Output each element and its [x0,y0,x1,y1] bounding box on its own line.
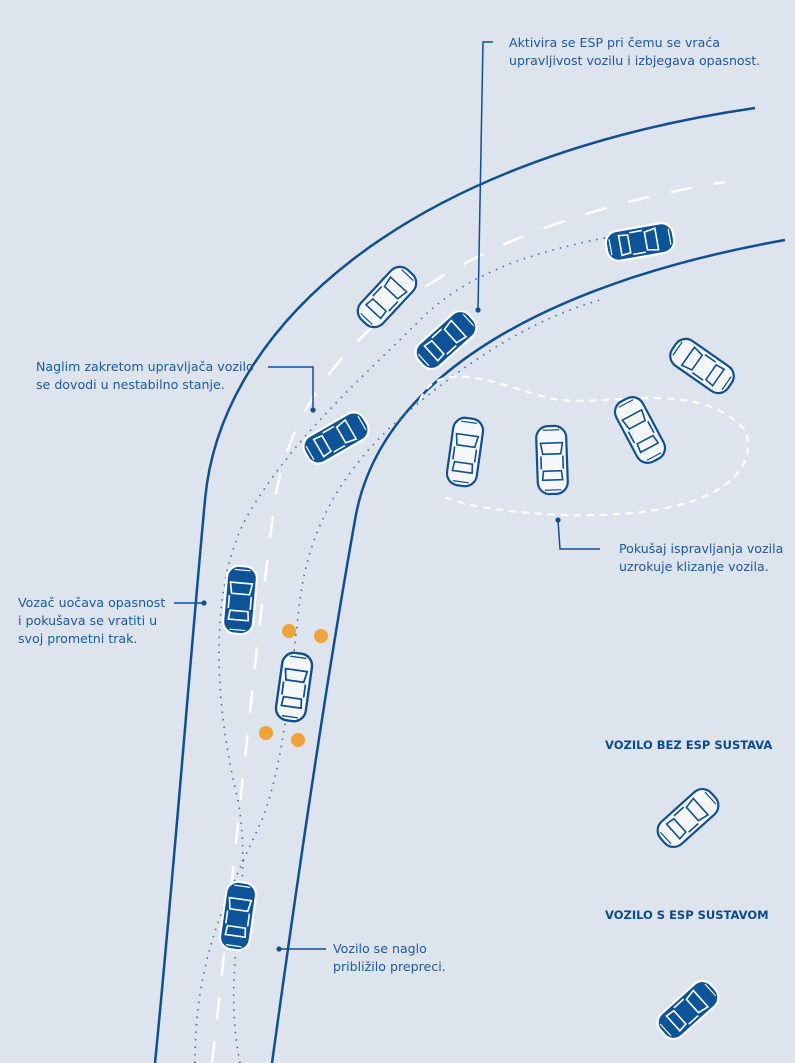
callout-dot-correction [555,517,561,523]
callout-dot-driver-notices [201,600,207,606]
callout-dot-esp-activates [475,307,481,313]
road-edge-outer [153,106,756,1063]
warning-indicator-front-left [282,624,296,638]
callout-line-esp-activates [477,41,493,311]
callout-dot-sharp-steering [310,407,316,413]
callout-sharp-steering: Naglim zakretom upravljača vozilo se dov… [36,359,254,392]
car-without-esp-4 [534,424,570,496]
callout-line-sharp-steering [268,366,314,410]
warning-indicator-rear-left [259,726,273,740]
warning-indicator-rear-right [291,733,305,747]
legend-without-esp: VOZILO BEZ ESP SUSTAVA [605,738,773,752]
callout-driver-notices: Vozač uočava opasnost i pokušava se vrat… [18,595,166,646]
lane-divider [210,180,726,1063]
callout-esp-activates: Aktivira se ESP pri čemu se vraća upravl… [509,35,761,68]
callout-line-correction [557,519,600,550]
callout-correction-attempt: Pokušaj ispravljanja vozila uzrokuje kli… [619,541,784,574]
warning-indicator-front-right [314,629,328,643]
callout-dot-obstacle [276,946,282,952]
callout-approaching-obstacle: Vozilo se naglo približilo prepreci. [333,941,446,974]
skid-arc [418,375,750,517]
road-edge-inner [270,238,786,1063]
legend-with-esp: VOZILO S ESP SUSTAVOM [605,908,769,922]
car-with-esp-2 [220,563,260,637]
